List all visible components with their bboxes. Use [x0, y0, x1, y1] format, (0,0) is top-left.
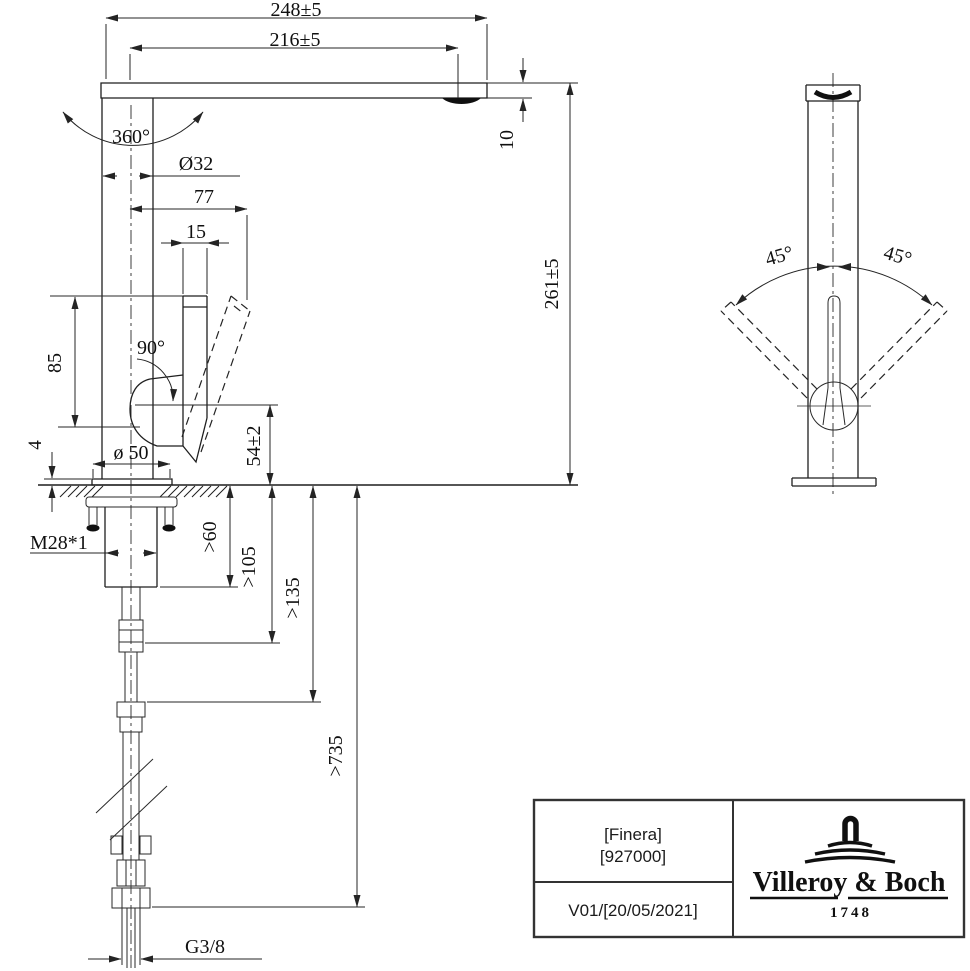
swing-arc [735, 265, 933, 306]
dim-thread: M28*1 [30, 532, 88, 554]
dim-handle-open-angle: 90° [137, 337, 165, 359]
column-front [807, 101, 859, 478]
dim-handle-height: 85 [44, 353, 66, 373]
dim-swing-right: 45° [881, 242, 914, 271]
connection-nut [111, 887, 151, 909]
handle-rod [182, 295, 208, 464]
dim-swivel-angle: 360° [112, 126, 150, 148]
column [101, 98, 154, 479]
dim-swing-left: 45° [763, 242, 796, 271]
dim-base-diameter: ø 50 [114, 442, 149, 464]
hose-lower [122, 732, 140, 860]
spout [100, 82, 488, 99]
side-view: 45° 45° [720, 73, 948, 496]
dim-spout-thickness: 10 [496, 130, 518, 150]
main-view-dimensions: 248±5 216±5 360° Ø32 77 15 85 90° 4 [25, 0, 578, 963]
dim-clearance-60: >60 [199, 521, 221, 552]
dim-spout-reach: 216±5 [270, 29, 321, 51]
handle-open-arc [136, 358, 178, 402]
lever-swing-right-dashed [850, 301, 948, 399]
hose-connector [118, 619, 144, 653]
dim-column-diameter: Ø32 [179, 153, 213, 175]
threaded-shank [104, 507, 158, 588]
dim-hose-length: >735 [325, 735, 347, 776]
brand-name: Villeroy & Boch [753, 867, 946, 898]
dim-handle-width: 15 [186, 221, 206, 243]
dim-clearance-135: >135 [282, 577, 304, 618]
counter-hatch [59, 485, 228, 498]
hose-mid [124, 652, 138, 702]
hose-nut-2 [116, 859, 146, 887]
dim-connection: G3/8 [185, 936, 225, 958]
dim-outlet-height: 54±2 [243, 426, 265, 467]
lever-swing-left-dashed [720, 301, 818, 399]
hose-upper [121, 587, 141, 620]
product-number: [927000] [600, 847, 666, 866]
spray-head [129, 374, 184, 447]
supply-pipe [121, 908, 141, 968]
dim-total-reach: 248±5 [271, 0, 322, 21]
brand-year: 1748 [830, 905, 872, 921]
lock-flange [85, 496, 178, 508]
version-date: V01/[20/05/2021] [568, 901, 698, 920]
break-symbol [95, 758, 168, 841]
villeroy-boch-logo-icon [804, 815, 896, 864]
product-name: [Finera] [604, 825, 662, 844]
dim-handle-offset: 77 [194, 186, 214, 208]
dim-clearance-105: >105 [238, 546, 260, 587]
aerator-front-icon [813, 89, 853, 100]
dim-total-height: 261±5 [541, 259, 563, 310]
handle-open-dashed [181, 295, 251, 453]
fitting-tab-right [139, 835, 152, 855]
title-block: [Finera] [927000] V01/[20/05/2021] Ville… [532, 798, 966, 939]
escutcheon-plate [91, 478, 173, 486]
aerator-icon [442, 98, 481, 104]
fitting-tab-left [110, 835, 123, 855]
base-plate-front [791, 477, 877, 487]
mounting-studs [88, 507, 174, 525]
under-counter-assembly [85, 496, 178, 968]
spout-end-cap [805, 84, 861, 102]
swivel-arc [62, 111, 204, 146]
dim-base-plate-height: 4 [25, 440, 46, 450]
main-view-outline [38, 82, 578, 968]
